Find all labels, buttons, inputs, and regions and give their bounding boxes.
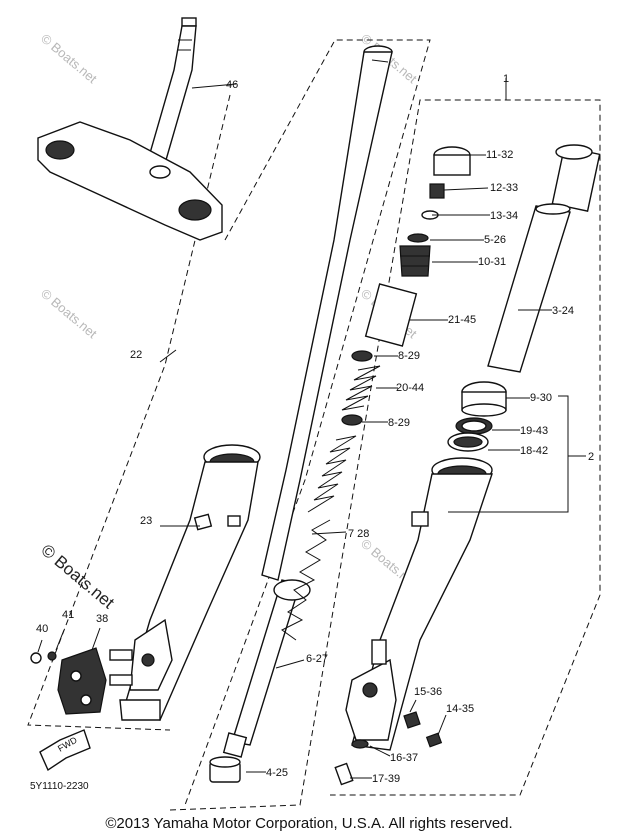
leader-lines xyxy=(160,78,586,779)
callout-9-30: 9-30 xyxy=(530,392,552,404)
callout-13-34: 13-34 xyxy=(490,210,518,222)
callout-5-26: 5-26 xyxy=(484,234,506,246)
callout-46: 46 xyxy=(226,79,238,91)
watermark-3: © Boats.net xyxy=(38,286,100,342)
watermark-1: © Boats.net xyxy=(38,31,100,87)
callout-4-25: 4-25 xyxy=(266,767,288,779)
seal-parts-right xyxy=(447,381,507,452)
fwd-arrow: FWD xyxy=(39,729,91,772)
callout-23: 23 xyxy=(140,515,152,527)
group-outlines xyxy=(27,39,601,811)
right-assembly-outline xyxy=(169,99,601,811)
axle-holder-parts xyxy=(30,627,107,715)
cap-part-4-25 xyxy=(209,756,241,783)
copyright-notice: ©2013 Yamaha Motor Corporation, U.S.A. A… xyxy=(105,815,513,832)
right-outer-tube-part-2 xyxy=(345,457,493,751)
left-assembly-outline xyxy=(27,94,231,731)
callout-40: 40 xyxy=(36,623,48,635)
watermark-6: © Boats.net xyxy=(37,541,118,613)
bolts-right xyxy=(334,711,443,786)
callout-10-31: 10-31 xyxy=(478,256,506,268)
callout-14-35: 14-35 xyxy=(446,703,474,715)
callout-18-42: 18-42 xyxy=(520,445,548,457)
callout-20-44: 20-44 xyxy=(396,382,424,394)
callout-11-32: 11-32 xyxy=(486,149,513,161)
callout-17-39: 17-39 xyxy=(372,773,400,785)
callout-3-24: 3-24 xyxy=(552,305,574,317)
callout-7-28: 7 28 xyxy=(348,528,369,540)
callout-12-33: 12-33 xyxy=(490,182,518,194)
fork-tube-part-3-24 xyxy=(487,144,601,373)
callout-6-27: 6-27 xyxy=(306,653,328,665)
spring-part-7-28 xyxy=(281,435,357,641)
callout-labels: 46 1 11-32 12-33 13-34 5-26 10-31 21-45 … xyxy=(36,73,594,785)
callout-41: 41 xyxy=(62,609,74,621)
callout-8-29-upper: 8-29 xyxy=(398,350,420,362)
callout-21-45: 21-45 xyxy=(448,314,476,326)
steering-stem-part-46 xyxy=(37,17,237,241)
left-outer-tube-part-23 xyxy=(109,444,261,721)
callout-38: 38 xyxy=(96,613,108,625)
damper-rod-part-6-27 xyxy=(222,579,311,758)
callout-1: 1 xyxy=(503,73,509,85)
callout-16-37: 16-37 xyxy=(390,752,418,764)
spring-part-20-44 xyxy=(341,365,381,411)
callout-2: 2 xyxy=(588,451,594,463)
callout-8-29-lower: 8-29 xyxy=(388,417,410,429)
inner-tube-part-22 xyxy=(159,45,393,581)
callout-15-36: 15-36 xyxy=(414,686,442,698)
callout-22: 22 xyxy=(130,349,142,361)
small-parts-center xyxy=(341,146,471,426)
inner-tube-outline xyxy=(184,39,431,806)
callout-19-43: 19-43 xyxy=(520,425,548,437)
diagram-code: 5Y1110-2230 xyxy=(30,781,89,792)
